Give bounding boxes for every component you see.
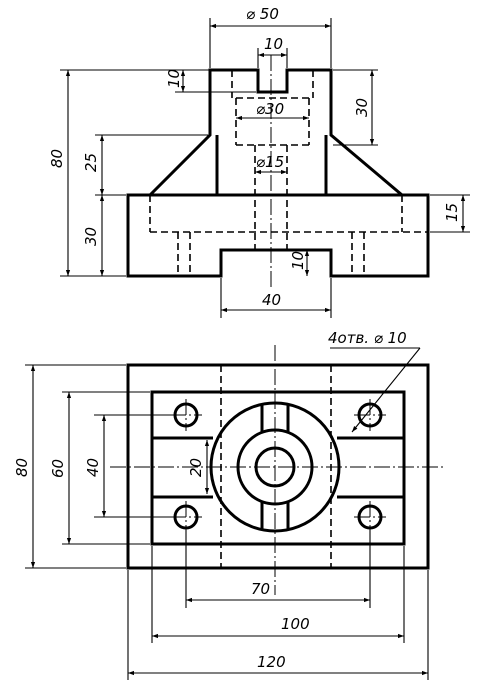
dim-top-total-depth: 80 bbox=[13, 458, 31, 477]
dim-rib-height: 25 bbox=[82, 153, 100, 172]
note-holes: 4отв. ⌀ 10 bbox=[328, 329, 407, 347]
dim-total-height: 80 bbox=[48, 149, 66, 168]
dim-top-inner-width: 100 bbox=[281, 615, 310, 633]
dim-base-groove: 15 bbox=[443, 203, 461, 222]
dim-top-hole-spacing-y: 40 bbox=[84, 458, 102, 477]
boss-outer-circle bbox=[209, 401, 341, 533]
bore-inner-circle bbox=[254, 446, 296, 488]
dim-boss-height: 30 bbox=[353, 98, 371, 117]
dim-bore-large: ⌀30 bbox=[256, 100, 284, 118]
dim-top-hole-spacing-x: 70 bbox=[251, 580, 270, 598]
top-outer-outline bbox=[126, 363, 430, 570]
dim-bore-small: ⌀15 bbox=[256, 153, 284, 171]
holes-leader bbox=[351, 347, 421, 433]
dim-top-slot-width: 20 bbox=[187, 458, 205, 477]
front-view: ⌀ 50 10 10 ⌀30 ⌀15 80 25 30 30 bbox=[48, 5, 470, 318]
dim-base-height: 30 bbox=[82, 227, 100, 246]
dim-recess-depth: 10 bbox=[289, 251, 307, 270]
dim-slot-width: 10 bbox=[264, 35, 283, 53]
top-inner-outline bbox=[150, 390, 406, 546]
top-view: 4отв. ⌀ 10 80 60 40 20 70 100 120 bbox=[13, 329, 445, 680]
dim-top-width: ⌀ 50 bbox=[246, 5, 279, 23]
mounting-holes bbox=[170, 399, 386, 533]
dim-top-inner-depth: 60 bbox=[49, 459, 67, 478]
dim-slot-depth: 10 bbox=[165, 69, 183, 88]
front-hidden-lines bbox=[149, 70, 428, 276]
dim-recess-width: 40 bbox=[262, 291, 281, 309]
dim-top-total-width: 120 bbox=[257, 653, 286, 671]
bore-middle-circle bbox=[236, 428, 314, 506]
top-hidden-lines bbox=[220, 365, 332, 568]
